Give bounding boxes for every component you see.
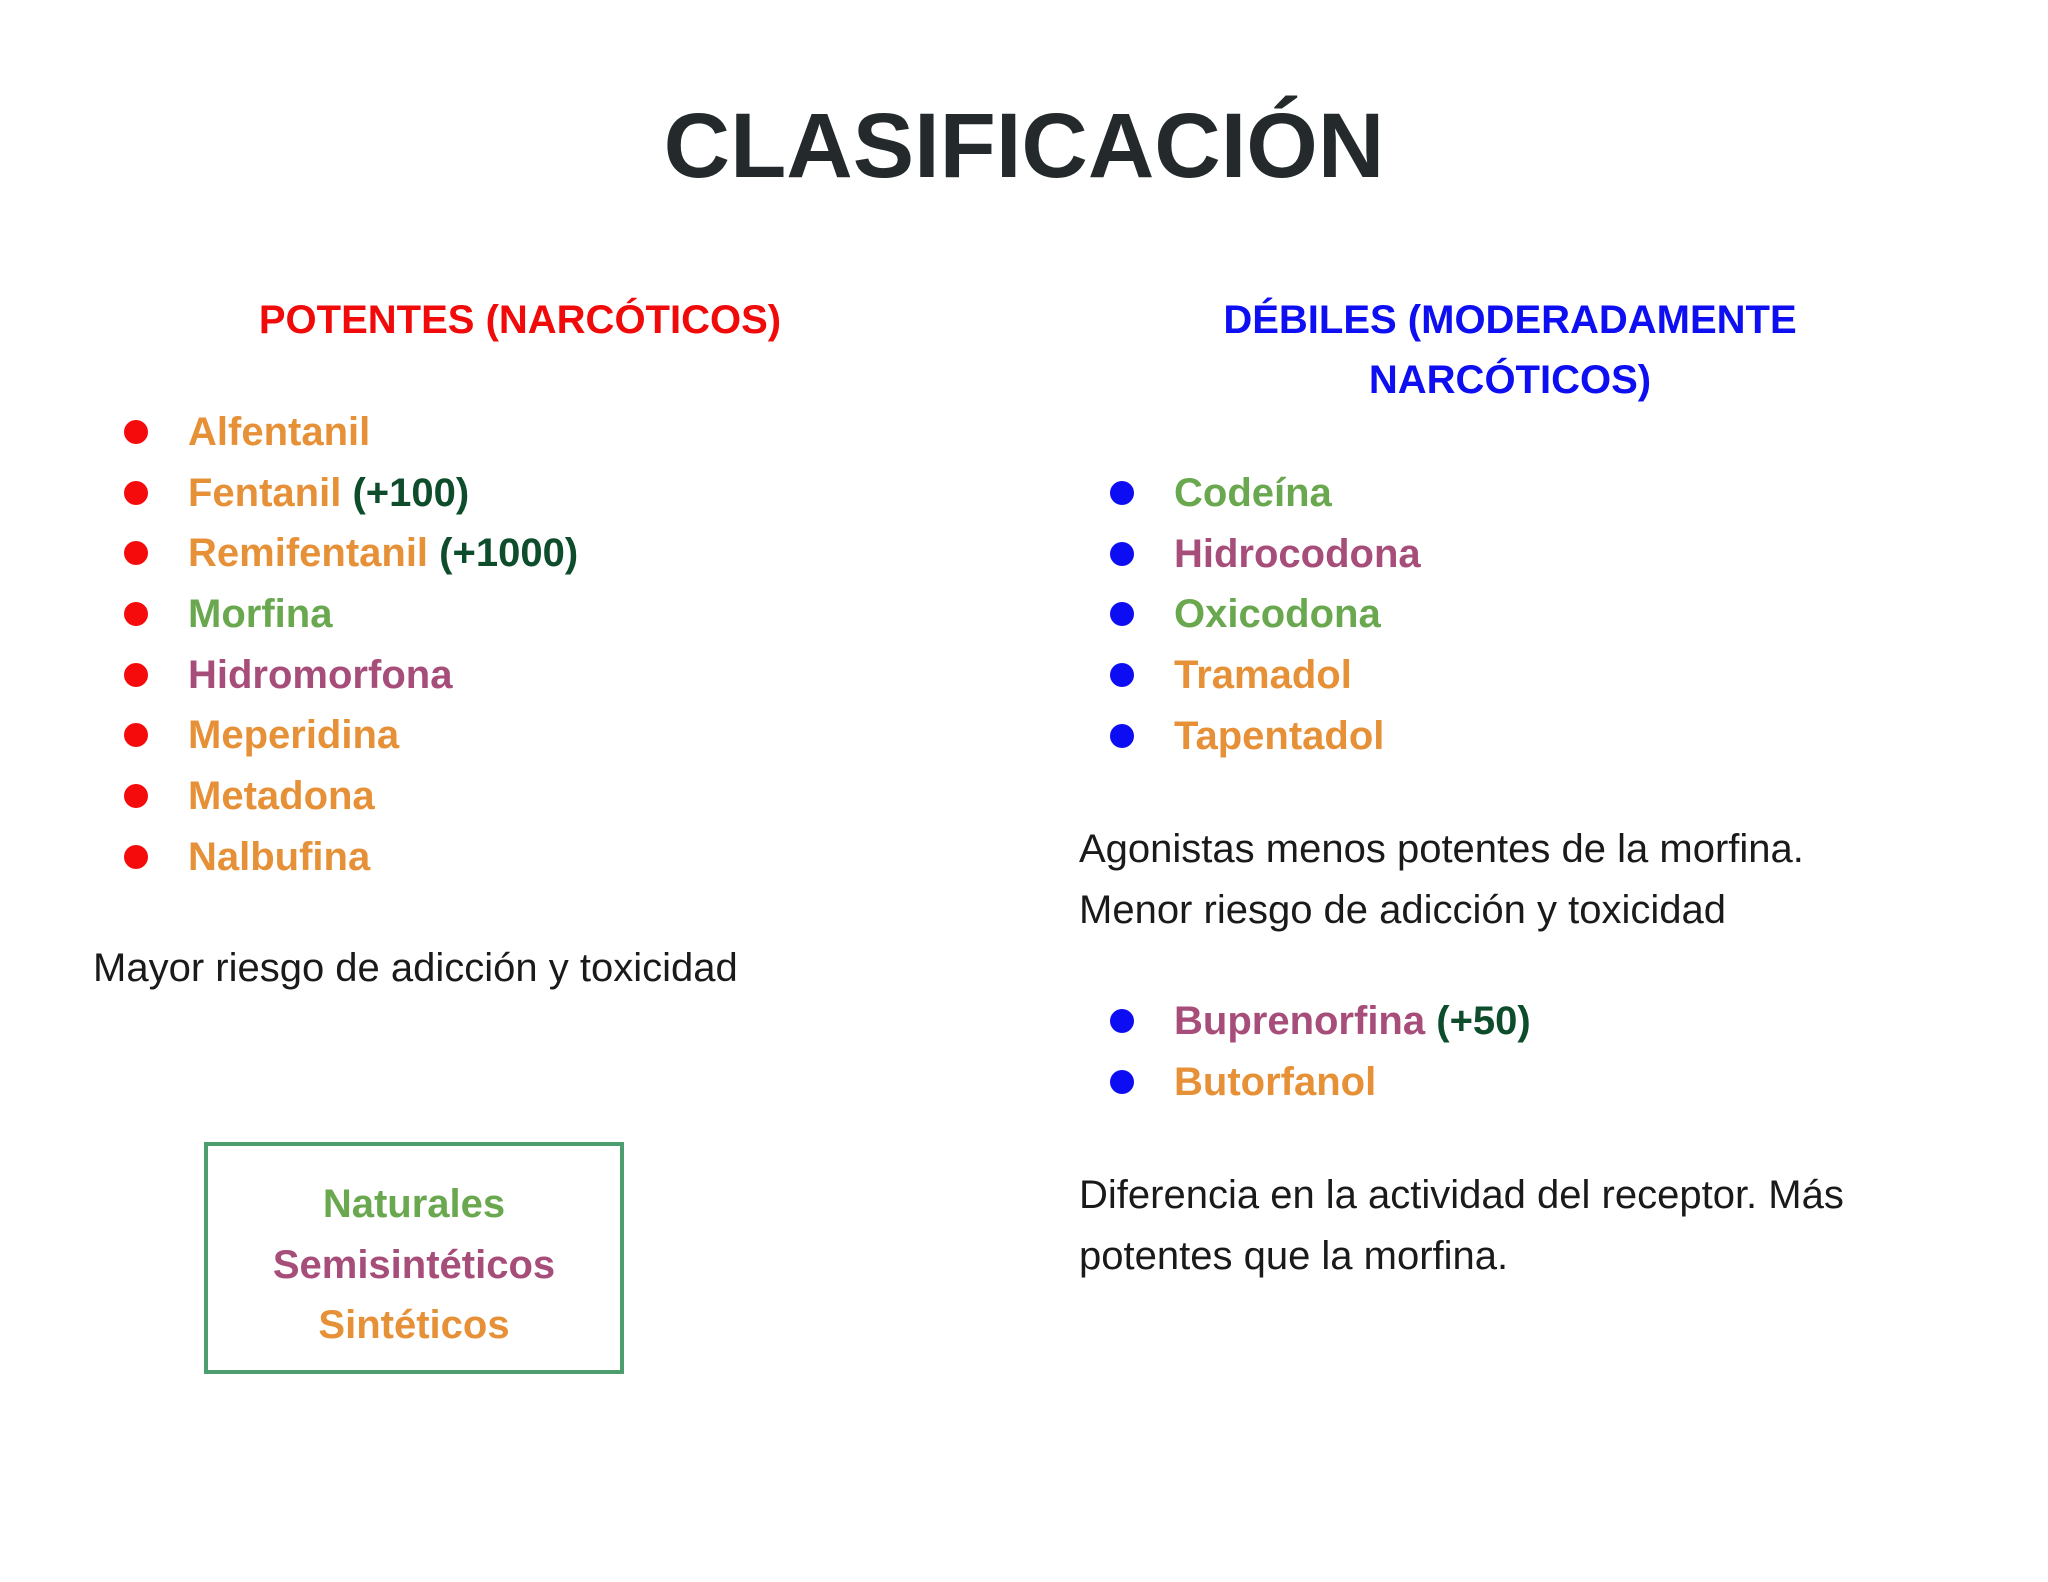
potency-value: (+50) (1436, 999, 1531, 1043)
list-item: Codeína (1102, 463, 1421, 524)
list-item: Hidromorfona (116, 645, 578, 706)
page-title: CLASIFICACIÓN (663, 95, 1385, 197)
weak-heading: DÉBILES (MODERADAMENTE NARCÓTICOS) (1180, 290, 1840, 410)
weak-note-line-1: Agonistas menos potentes de la morfina. (1079, 827, 1804, 871)
bullet-dot-icon (124, 784, 148, 809)
drug-name: Remifentanil (188, 531, 429, 576)
mixed-note-line-1: Diferencia en la actividad del receptor.… (1079, 1173, 1844, 1217)
bullet-dot-icon (1110, 723, 1134, 748)
origin-legend-box: Naturales Semisintéticos Sintéticos (204, 1142, 624, 1374)
bullet-dot-icon (124, 602, 148, 627)
list-item: Buprenorfina (+50) (1102, 991, 1531, 1052)
bullet-dot-icon (124, 662, 148, 687)
drug-name: Alfentanil (188, 410, 371, 454)
mixed-drug-list: Buprenorfina (+50) Butorfanol (1102, 991, 1531, 1112)
potent-heading: POTENTES (NARCÓTICOS) (258, 298, 782, 342)
list-item: Tapentadol (1102, 706, 1421, 767)
bullet-dot-icon (124, 723, 148, 748)
drug-name: Tramadol (1174, 653, 1352, 698)
bullet-dot-icon (1110, 481, 1134, 505)
bullet-dot-icon (1110, 602, 1134, 627)
drug-name: Buprenorfina (1174, 999, 1426, 1043)
list-item: Metadona (116, 766, 578, 827)
drug-name: Metadona (188, 774, 375, 819)
drug-name: Morfina (188, 592, 333, 637)
list-item: Oxicodona (1102, 584, 1421, 645)
bullet-dot-icon (124, 541, 148, 566)
list-item: Meperidina (116, 705, 578, 766)
potency-value: (+1000) (439, 531, 579, 576)
mixed-note: Diferencia en la actividad del receptor.… (1079, 1165, 1979, 1286)
drug-name: Oxicodona (1174, 592, 1381, 637)
bullet-dot-icon (1110, 541, 1134, 566)
drug-name: Tapentadol (1174, 713, 1385, 758)
weak-note-line-2: Menor riesgo de adicción y toxicidad (1079, 887, 1727, 932)
legend-natural: Naturales (322, 1182, 506, 1226)
bullet-dot-icon (1110, 1069, 1134, 1094)
weak-note: Agonistas menos potentes de la morfina. … (1079, 819, 1979, 940)
bullet-dot-icon (1110, 663, 1134, 688)
drug-name: Nalbufina (188, 834, 371, 879)
list-item: Tramadol (1102, 645, 1421, 706)
bullet-dot-icon (1110, 1009, 1134, 1033)
drug-name: Codeína (1174, 471, 1332, 515)
list-item: Fentanil (+100) (116, 463, 578, 524)
drug-name: Hidromorfona (188, 652, 453, 697)
drug-name: Meperidina (188, 713, 400, 758)
bullet-dot-icon (124, 480, 148, 505)
legend-synthetic: Sintéticos (318, 1303, 510, 1348)
bullet-dot-icon (124, 844, 148, 869)
list-item: Morfina (116, 584, 578, 645)
drug-name: Butorfanol (1174, 1059, 1377, 1104)
potency-value: (+100) (352, 470, 470, 515)
potent-note: Mayor riesgo de adicción y toxicidad (93, 946, 738, 990)
legend-semisynthetic: Semisintéticos (272, 1242, 556, 1287)
list-item: Butorfanol (1102, 1052, 1531, 1113)
list-item: Nalbufina (116, 827, 578, 888)
bullet-dot-icon (124, 420, 148, 444)
drug-name: Hidrocodona (1174, 531, 1421, 576)
list-item: Alfentanil (116, 402, 578, 463)
list-item: Remifentanil (+1000) (116, 523, 578, 584)
list-item: Hidrocodona (1102, 524, 1421, 585)
weak-heading-line-2: NARCÓTICOS) (1368, 358, 1652, 402)
mixed-note-line-2: potentes que la morfina. (1079, 1233, 1509, 1278)
drug-name: Fentanil (188, 470, 342, 515)
weak-heading-line-1: DÉBILES (MODERADAMENTE (1223, 298, 1797, 342)
